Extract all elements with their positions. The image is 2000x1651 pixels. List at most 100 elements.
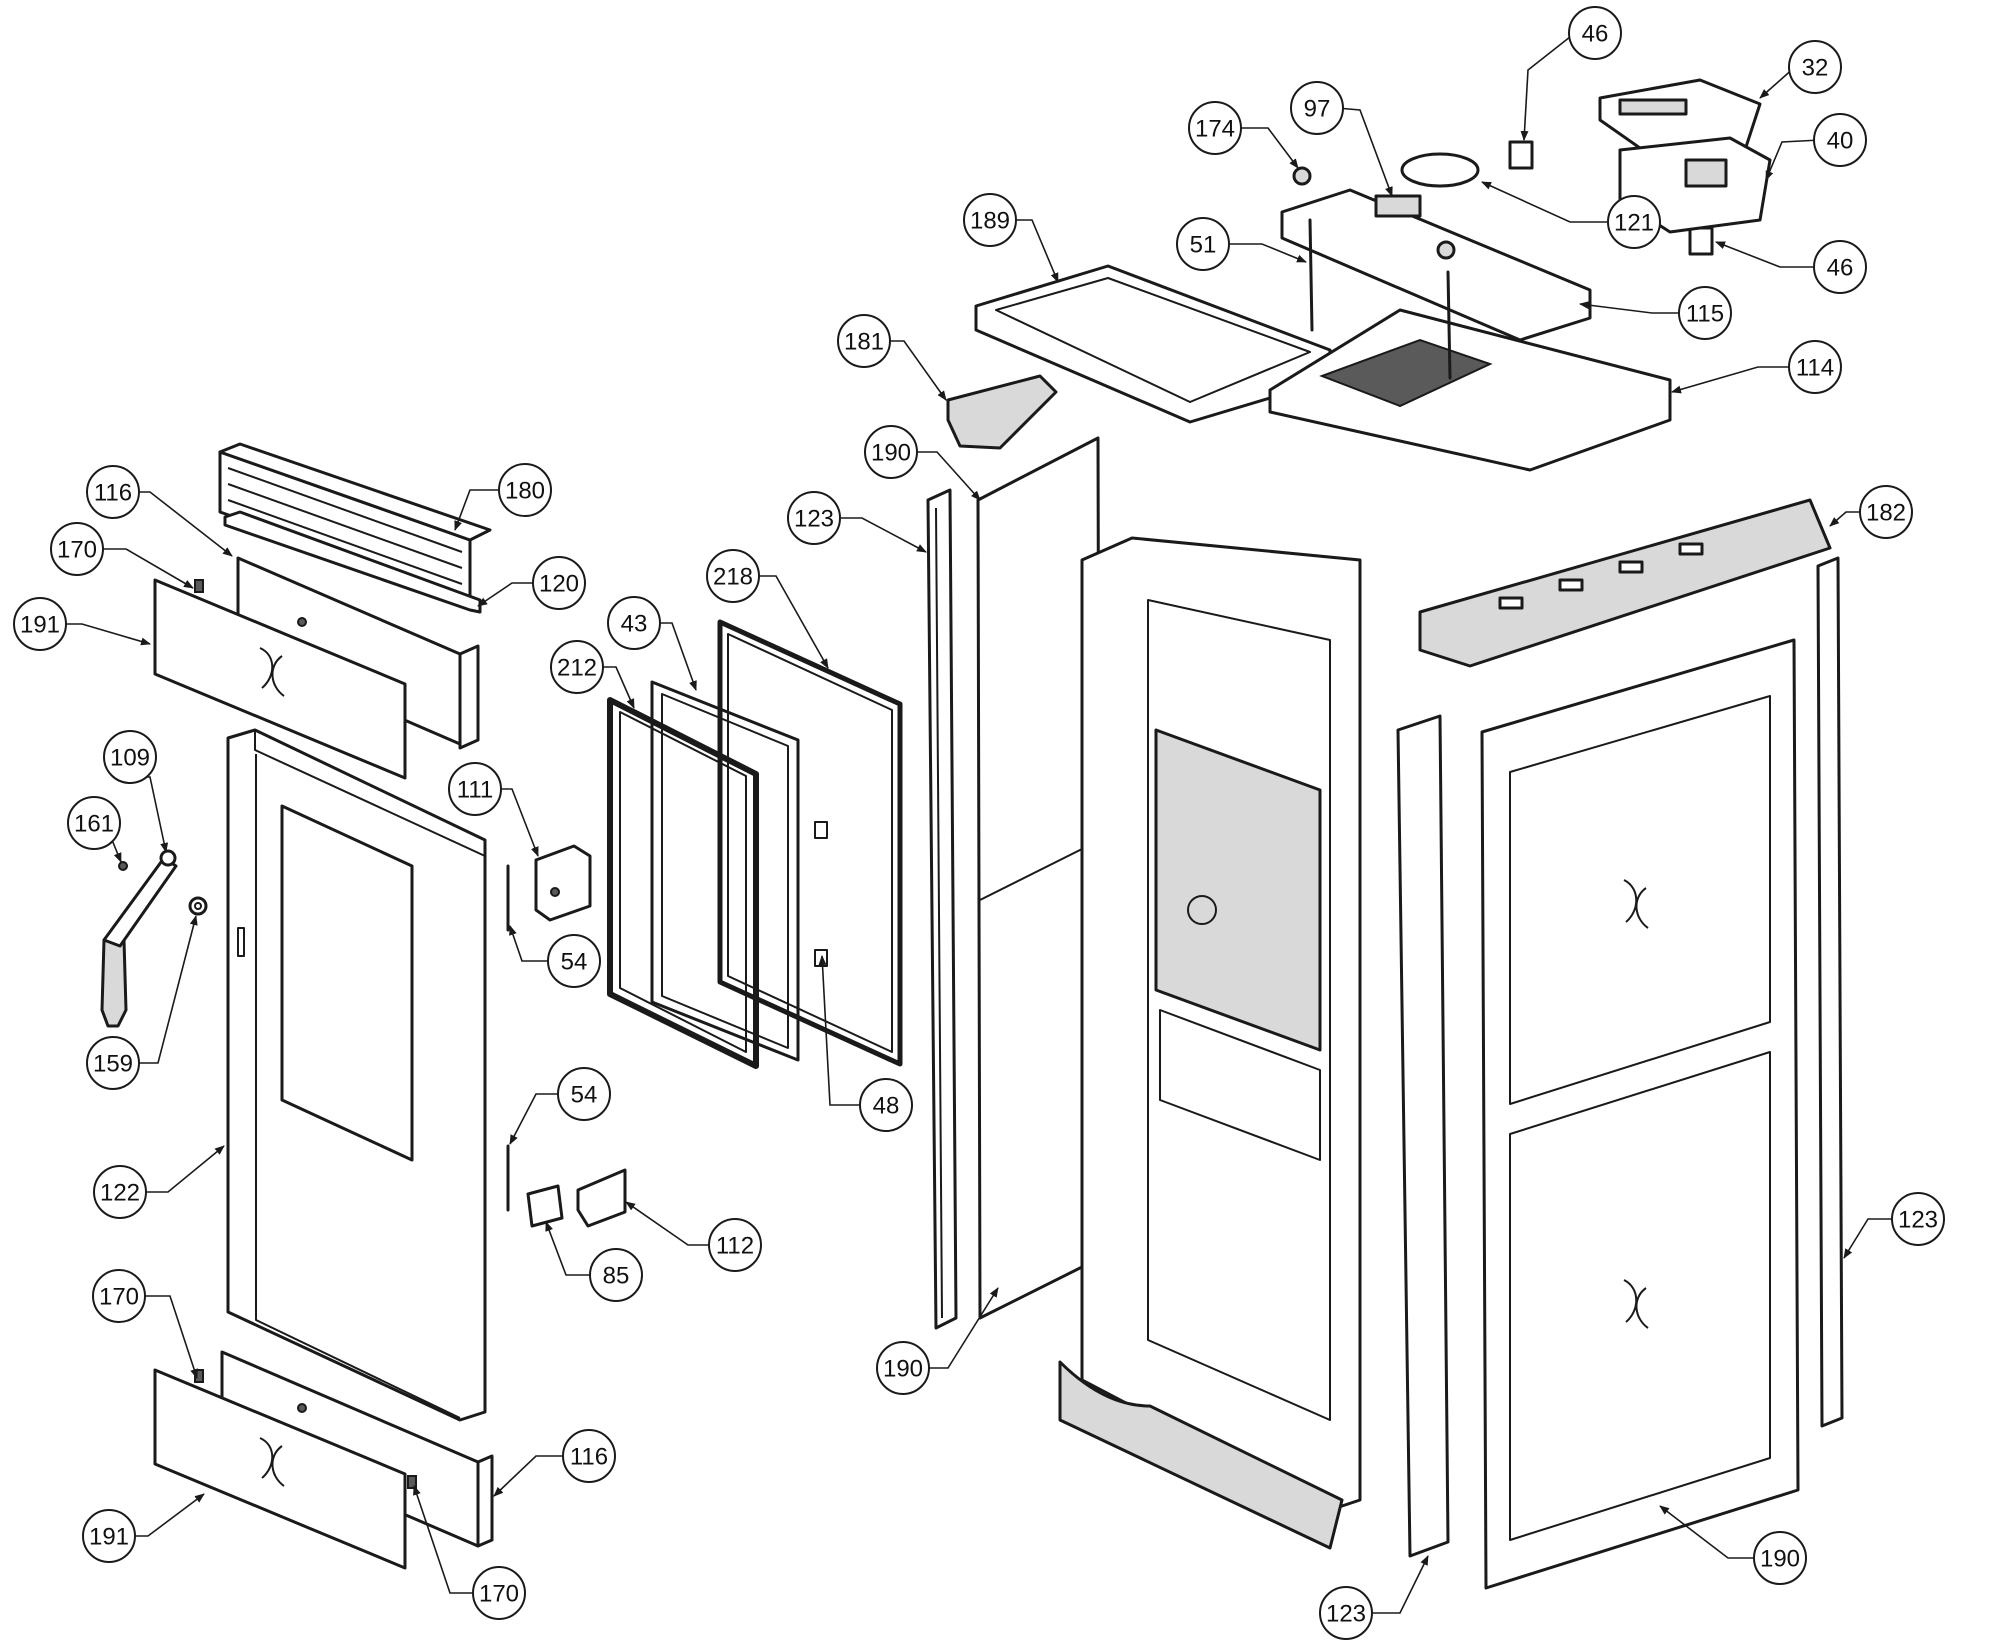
right-side-door-190 (1480, 638, 1800, 1590)
callout-c181: 181 (837, 314, 947, 401)
callout-circle (547, 934, 601, 988)
callout-label: 159 (93, 1051, 133, 1078)
callout-label: 190 (1760, 1546, 1800, 1573)
rod-51 (1308, 218, 1452, 380)
callout-label: 85 (603, 1263, 630, 1290)
callout-leader-line (413, 1485, 479, 1594)
callout-leader-line (1843, 1218, 1898, 1259)
callout-label: 32 (1802, 55, 1829, 82)
callout-label: 111 (457, 777, 493, 804)
callout-c109: 109 (103, 730, 169, 853)
callout-c114: 114 (1671, 340, 1842, 394)
callout-label: 191 (89, 1524, 129, 1551)
callout-circle (1753, 1531, 1807, 1585)
display-97 (1374, 194, 1422, 218)
callout-leader-line (923, 1287, 999, 1369)
callout-leader-line (139, 1295, 198, 1379)
callout-circle (1607, 195, 1661, 249)
glass-frame-218 (717, 619, 903, 1067)
callout-leader-line (1223, 243, 1307, 263)
lower-hinge-85 (526, 1184, 564, 1228)
callout-leader-line (1235, 127, 1299, 169)
callout-circle (86, 1036, 140, 1090)
callout-label: 109 (110, 745, 150, 772)
callout-label: 112 (716, 1233, 754, 1260)
callout-label: 174 (1195, 116, 1235, 143)
callout-c85: 85 (545, 1221, 643, 1302)
callout-label: 122 (100, 1180, 140, 1207)
callout-leader-line (625, 1201, 715, 1246)
callout-circle (1813, 113, 1867, 167)
callout-circle (1678, 286, 1732, 340)
callout-leader-line (753, 575, 829, 669)
callout-circle (1176, 217, 1230, 271)
callout-circle (1568, 6, 1622, 60)
callout-label: 114 (1796, 355, 1834, 382)
callout-leader-line (1366, 1555, 1429, 1614)
callout-c170c: 170 (413, 1485, 526, 1620)
callout-leader-line (129, 1493, 205, 1537)
callout-leader-line (1765, 139, 1821, 181)
callout-c54b: 54 (509, 1067, 611, 1145)
callout-circle (963, 193, 1017, 247)
control-housing-40 (1618, 136, 1772, 234)
callout-c120: 120 (477, 556, 586, 610)
callout-leader-line (140, 1145, 225, 1193)
callout-circle (607, 596, 661, 650)
callout-circle (557, 1067, 611, 1121)
callout-circle (1319, 1586, 1373, 1640)
callout-label: 181 (844, 329, 884, 356)
top-frame-114 (1268, 308, 1672, 472)
callout-label: 123 (794, 506, 834, 533)
callout-c51: 51 (1176, 217, 1307, 271)
top-cover-plate-120 (223, 510, 482, 614)
callout-circle (708, 1218, 762, 1272)
callout-circle (472, 1566, 526, 1620)
callout-c97: 97 (1290, 81, 1393, 197)
callout-circle (448, 762, 502, 816)
callout-label: 170 (57, 537, 97, 564)
callout-label: 190 (883, 1356, 923, 1383)
callout-label: 191 (20, 612, 60, 639)
callout-circle (1290, 81, 1344, 135)
bracket-46 (1508, 140, 1714, 256)
callout-circle (550, 640, 604, 694)
callout-c191a: 191 (13, 597, 151, 651)
callout-label: 123 (1326, 1601, 1366, 1628)
washer-159 (188, 896, 208, 916)
callout-circle (13, 597, 67, 651)
knob-174 (1292, 166, 1456, 260)
callout-label: 182 (1866, 500, 1906, 527)
callout-leader-line (60, 623, 151, 646)
callout-label: 212 (557, 655, 597, 682)
callout-label: 54 (561, 949, 588, 976)
callout-circle (787, 491, 841, 545)
callout-circle (864, 425, 918, 479)
callout-c116b: 116 (493, 1429, 616, 1497)
callout-c190c: 190 (1659, 1505, 1807, 1585)
callout-label: 51 (1190, 232, 1217, 259)
callout-label: 97 (1304, 96, 1331, 123)
callout-leader-line (130, 776, 169, 853)
glass-43 (650, 680, 800, 1062)
callout-leader-line (477, 582, 539, 607)
callout-label: 40 (1827, 128, 1854, 155)
callout-c40: 40 (1765, 113, 1867, 181)
callout-c46b: 46 (1715, 240, 1867, 294)
callout-leader-line (97, 548, 194, 589)
callout-leader-line (911, 451, 981, 501)
callout-c174: 174 (1188, 101, 1299, 169)
callout-c190b: 190 (876, 1287, 999, 1395)
control-board-115 (1280, 188, 1592, 342)
right-upright-123 (1396, 714, 1450, 1558)
callout-leader-line (1481, 181, 1614, 223)
door-122 (226, 728, 487, 1422)
callout-c123a: 123 (787, 491, 927, 553)
callout-c159: 159 (86, 915, 198, 1090)
callout-label: 46 (1827, 255, 1854, 282)
callout-leader-line (545, 1221, 596, 1276)
callout-c32: 32 (1759, 40, 1842, 99)
callout-circle (1188, 101, 1242, 155)
